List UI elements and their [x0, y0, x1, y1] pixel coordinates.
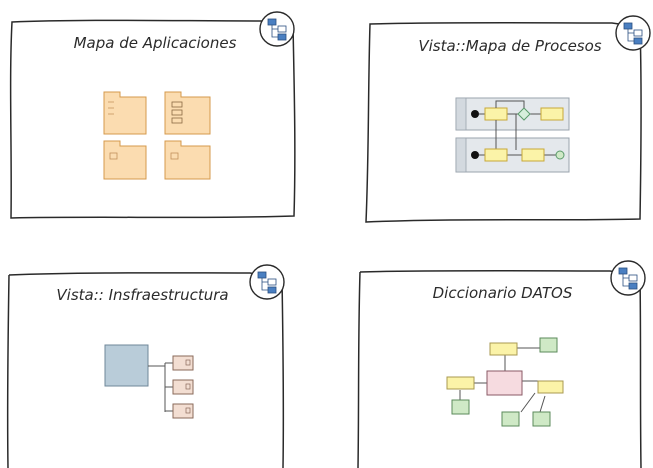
card-mapa-procesos[interactable] — [365, 15, 651, 223]
diagram-link-icon[interactable] — [615, 15, 651, 51]
process-diagram-preview — [455, 97, 570, 173]
diagram-link-icon[interactable] — [259, 11, 295, 47]
card-diccionario-datos[interactable] — [357, 260, 646, 468]
deployment-diagram-preview — [104, 344, 194, 419]
data-model-preview — [446, 337, 564, 427]
diagram-title: Diccionario DATOS — [432, 284, 573, 302]
diagram-link-icon[interactable] — [610, 260, 646, 296]
diagram-title: Vista:: Insfraestructura — [56, 286, 229, 304]
package-diagram-preview — [103, 91, 211, 180]
card-infraestructura[interactable] — [6, 264, 285, 468]
diagram-title: Vista::Mapa de Procesos — [418, 37, 602, 55]
diagram-title: Mapa de Aplicaciones — [73, 34, 237, 52]
diagram-link-icon[interactable] — [249, 264, 285, 300]
card-mapa-aplicaciones[interactable] — [9, 11, 296, 219]
